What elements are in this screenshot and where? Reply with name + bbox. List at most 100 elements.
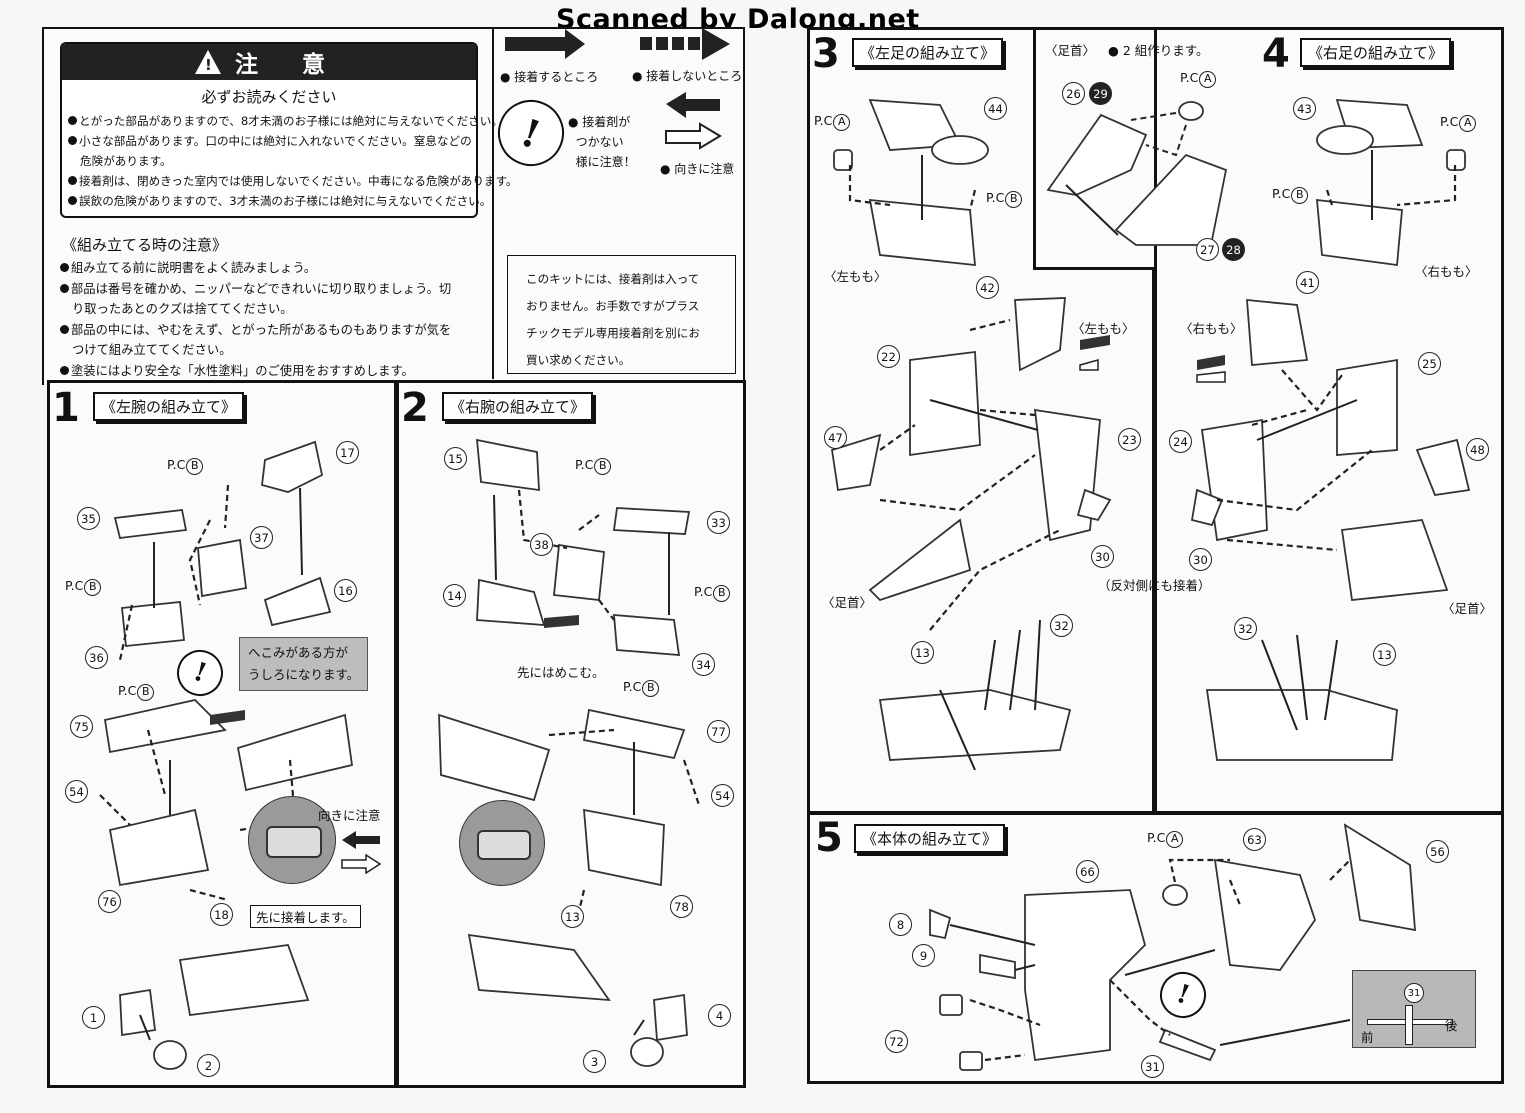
part-callout: 8 <box>889 913 912 936</box>
right-thigh-label: 〈右もも〉 <box>1415 264 1478 279</box>
part-callout: 24 <box>1169 430 1192 453</box>
opposite-glue-label: （反対側にも接着） <box>1098 578 1211 593</box>
part-callout: 47 <box>824 426 847 449</box>
no-glue-arrow-icon <box>640 28 730 60</box>
right-ankle-label: 〈足首〉 <box>1442 601 1493 616</box>
no-glue-included-box: このキットには、接着剤は入って おりません。お手数ですがプラス チックモデル専用… <box>507 255 736 374</box>
step-1-assembly-diagram <box>99 440 354 1070</box>
left-thigh-label: 〈左もも〉 <box>1072 321 1135 336</box>
part-callout: 78 <box>670 895 693 918</box>
part-callout: 43 <box>1293 97 1316 120</box>
left-ankle-label: 〈足首〉 <box>822 595 873 610</box>
warning-title: 注 意 <box>234 52 343 78</box>
part-callout: 77 <box>707 720 730 743</box>
step-3-number: 3 <box>812 31 840 77</box>
part-callout: 41 <box>1296 271 1319 294</box>
part-callout: 3 <box>583 1050 606 1073</box>
part-callout: 34 <box>692 653 715 676</box>
warning-line: とがった部品がありますので、8才未満のお子様には絶対に与えないでください。 <box>68 111 503 131</box>
warning-triangle-icon: ! <box>194 50 221 74</box>
part-callout: 38 <box>530 533 553 556</box>
part-callout: 75 <box>70 715 93 738</box>
part-callout: 17 <box>336 441 359 464</box>
part-callout: 31 <box>1404 983 1424 1003</box>
part-callout: 27 <box>1196 238 1219 261</box>
step-5-number: 5 <box>815 815 843 861</box>
part-callout: 13 <box>911 641 934 664</box>
part-callout: 13 <box>1373 643 1396 666</box>
part-callout: 32 <box>1234 617 1257 640</box>
direction-arrows-icon <box>341 831 382 874</box>
part-callout: 26 <box>1062 82 1085 105</box>
step-4-panel <box>1154 27 1504 814</box>
part-callout: 13 <box>561 905 584 928</box>
part-callout: 54 <box>65 780 88 803</box>
step-2-title: 《右腕の組み立て》 <box>442 392 594 421</box>
part-callout: 56 <box>1426 840 1449 863</box>
assembly-notes: 組み立てる前に説明書をよく読みましょう。 部品は番号を確かめ、ニッパーなどできれ… <box>60 258 451 381</box>
part-callout: 14 <box>443 584 466 607</box>
part-callout: 4 <box>708 1004 731 1027</box>
part-callout: 63 <box>1243 828 1266 851</box>
step-1-title: 《左腕の組み立て》 <box>93 392 245 421</box>
part-callout: 76 <box>98 890 121 913</box>
glue-arrow-icon <box>505 29 585 59</box>
part-callout: 28 <box>1222 238 1245 261</box>
step-2-direction-detail <box>459 800 545 886</box>
part-callout: 15 <box>444 447 467 470</box>
part-callout: 54 <box>711 784 734 807</box>
step-2-assembly-diagram <box>438 438 701 1067</box>
ankle-assembly-diagram <box>1046 101 1228 246</box>
part-callout: 23 <box>1118 428 1141 451</box>
right-thigh-label: 〈右もも〉 <box>1180 321 1243 336</box>
part-callout: 30 <box>1091 545 1114 568</box>
left-thigh-label: 〈左もも〉 <box>824 269 887 284</box>
part-callout: 72 <box>885 1030 908 1053</box>
part-callout: 30 <box>1189 548 1212 571</box>
step-4-assembly-diagram <box>1190 99 1471 761</box>
part-callout: 2 <box>197 1054 220 1077</box>
part-callout: 31 <box>1141 1055 1164 1078</box>
step-3-title: 《左足の組み立て》 <box>852 38 1004 67</box>
step-1-direction-detail <box>248 796 336 884</box>
part-callout: 29 <box>1089 82 1112 105</box>
warning-line: 接着剤は、閉めきった室内では使用しないでください。中毒になる危険があります。 <box>68 171 518 191</box>
front-label: 前 <box>1361 1030 1374 1045</box>
part-callout: 42 <box>976 276 999 299</box>
step-5-title: 《本体の組み立て》 <box>854 824 1006 853</box>
step-4-title: 《右足の組み立て》 <box>1300 38 1452 67</box>
legend-direction-text: ● 向きに注意 <box>660 162 735 176</box>
legend-no-glue-text: ● 接着しないところ <box>632 69 743 83</box>
warning-line: 小さな部品があります。口の中には絶対に入れないでください。窒息などの <box>68 131 472 151</box>
ankle-label: 〈足首〉 <box>1045 43 1096 58</box>
part-callout: 22 <box>877 345 900 368</box>
assembly-notes-title: 《組み立てる時の注意》 <box>62 236 228 254</box>
part-callout: 16 <box>334 579 357 602</box>
part-callout: 32 <box>1050 614 1073 637</box>
warning-header: ! 注 意 <box>62 44 476 80</box>
part-callout: 44 <box>984 97 1007 120</box>
part-callout: 66 <box>1076 860 1099 883</box>
direction-note-label: 向きに注意 <box>318 808 381 823</box>
part-callout: 25 <box>1418 352 1441 375</box>
part-callout: 35 <box>77 507 100 530</box>
part-callout: 1 <box>82 1006 105 1029</box>
step-3-assembly-diagram <box>830 98 1112 771</box>
part-callout: 37 <box>250 526 273 549</box>
part-callout: 18 <box>210 903 233 926</box>
back-label: 後 <box>1445 1018 1458 1033</box>
part-31-bar <box>1405 1005 1413 1045</box>
legend-divider <box>492 27 494 379</box>
legend-caution-text: ● 接着剤が つかない 様に注意！ <box>568 115 636 169</box>
legend-glue-text: ● 接着するところ <box>500 70 599 84</box>
warning-line: 誤飲の危険がありますので、3才未満のお子様には絶対に与えないでください。 <box>68 191 491 211</box>
